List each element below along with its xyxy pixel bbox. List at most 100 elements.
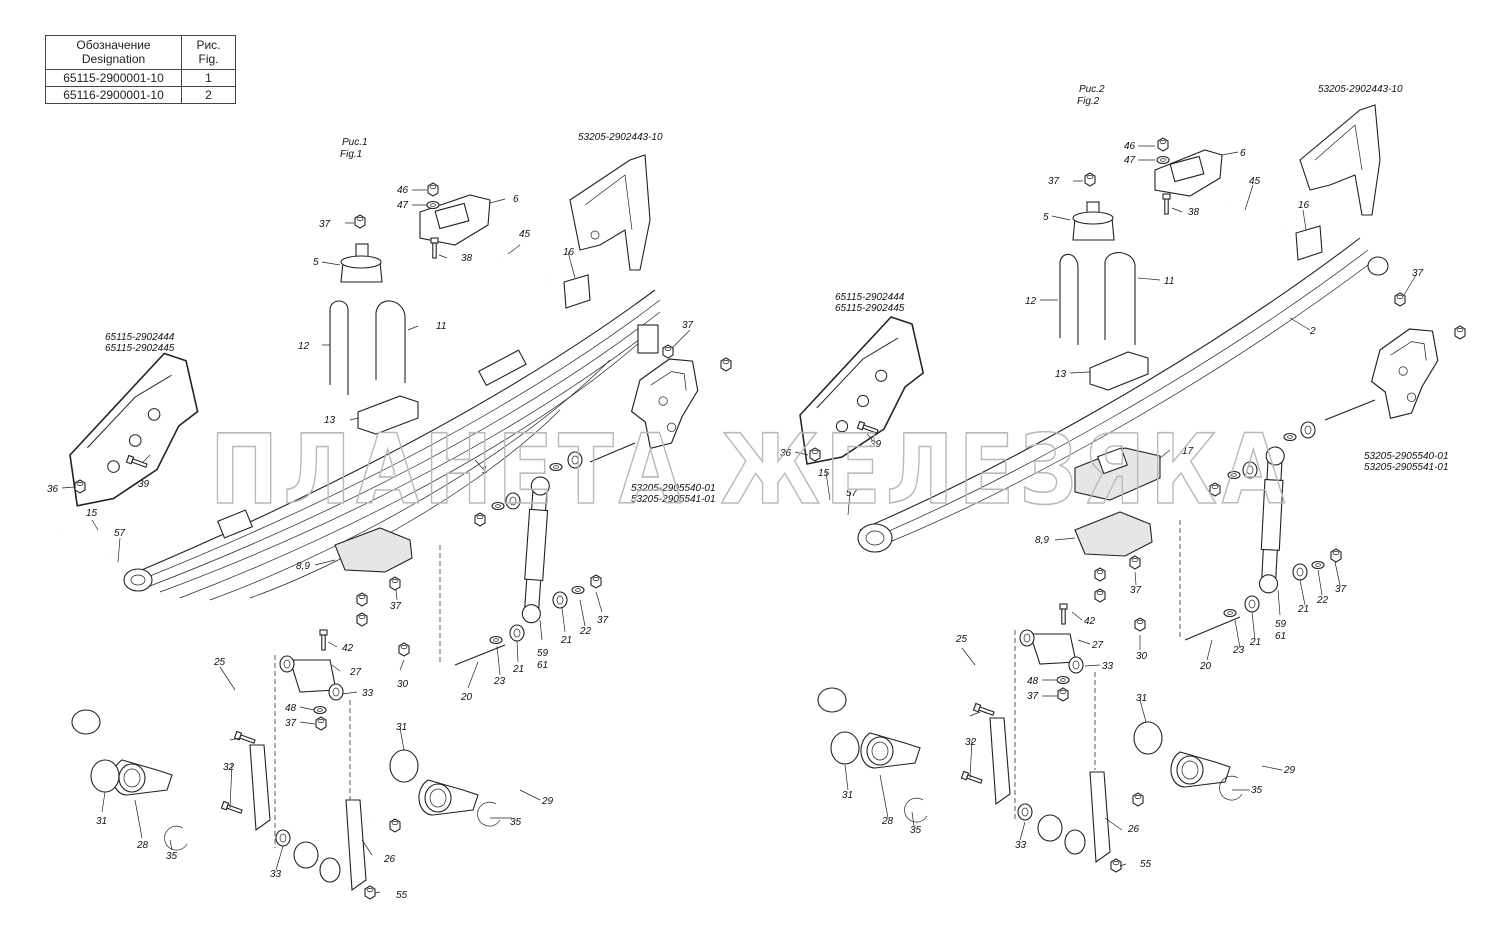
- table-row: 65115-2900001-10 1: [45, 69, 236, 87]
- front-bracket-1: [69, 352, 199, 507]
- fig1-label-57: 57: [114, 528, 126, 539]
- fig1-label-37a: 37: [319, 219, 331, 230]
- fig1-label-29: 29: [541, 796, 554, 807]
- fig2-label-37e: 37: [1335, 584, 1347, 595]
- fig2-label-5: 5: [1043, 212, 1049, 223]
- fig1-label-16: 16: [563, 247, 575, 258]
- fig1-label-37e: 37: [597, 615, 609, 626]
- fig1-label-61: 61: [537, 660, 548, 671]
- designation-cell: 65115-2900001-10: [45, 69, 182, 87]
- designation-cell: 65116-2900001-10: [45, 86, 182, 104]
- fig1-label-6: 6: [513, 194, 519, 205]
- fig1-label-38: 38: [461, 253, 473, 264]
- fig1-code-left-b: 65115-2902445: [105, 343, 175, 354]
- fig2-label-33b: 33: [1015, 840, 1027, 851]
- fig2-code-top: 53205-2902443-10: [1318, 84, 1403, 95]
- fig1-label-47: 47: [397, 200, 409, 211]
- fig2-label-27: 27: [1091, 640, 1104, 651]
- fig1-label-25: 25: [213, 657, 226, 668]
- fig1-label-48: 48: [285, 703, 297, 714]
- fig-header-en: Fig.: [198, 52, 219, 66]
- fig1-label-32: 32: [223, 762, 235, 773]
- fig1-code-right-b: 53205-2905541-01: [631, 494, 716, 505]
- fig1-label-37c: 37: [390, 601, 402, 612]
- fig2-label-48: 48: [1027, 676, 1039, 687]
- fig2-label-32: 32: [965, 737, 977, 748]
- designation-header-en: Designation: [81, 52, 146, 66]
- fig1-label-39: 39: [138, 479, 150, 490]
- fig2-label-35a: 35: [910, 825, 922, 836]
- table-header-row: Обозначение Designation Рис. Fig.: [45, 35, 236, 70]
- fig2-label-47: 47: [1124, 155, 1136, 166]
- fig1-label-55: 55: [396, 890, 408, 901]
- designation-header-cell: Обозначение Designation: [45, 35, 182, 70]
- fig2-label-61: 61: [1275, 631, 1286, 642]
- fig1-label-31a: 31: [396, 722, 407, 733]
- fig2-label-31a: 31: [1136, 693, 1147, 704]
- fig1-label-13: 13: [324, 415, 336, 426]
- fig2-label-37a: 37: [1048, 176, 1060, 187]
- fig2-label-16: 16: [1298, 200, 1310, 211]
- fig2-label-33a: 33: [1102, 661, 1114, 672]
- fig2-label-17: 17: [1182, 446, 1194, 457]
- fig1-label-36: 36: [47, 484, 59, 495]
- fig1-label-33a: 33: [362, 688, 374, 699]
- fig1-code-top: 53205-2902443-10: [578, 132, 663, 143]
- rubber-buffer-1: [340, 243, 383, 283]
- fig2-label-22: 22: [1316, 595, 1329, 606]
- fig2-label-23: 23: [1232, 645, 1245, 656]
- fig1-code-left-a: 65115-2902444: [105, 332, 175, 343]
- fig2-label-45: 45: [1249, 176, 1261, 187]
- fig2-code-right-b: 53205-2905541-01: [1364, 462, 1449, 473]
- fig1-label-26: 26: [383, 854, 396, 865]
- leaf-spring-1: [123, 289, 661, 601]
- fig1-label-12: 12: [298, 341, 310, 352]
- fig1-label-30: 30: [397, 679, 409, 690]
- fig2-title-en: Fig.2: [1077, 96, 1100, 107]
- fig2-label-20: 20: [1199, 661, 1212, 672]
- fig1-label-31b: 31: [96, 816, 107, 827]
- fig1-label-28: 28: [136, 840, 149, 851]
- fig2-label-37b: 37: [1412, 268, 1424, 279]
- fig2-label-37d: 37: [1027, 691, 1039, 702]
- fig2-label-13: 13: [1055, 369, 1067, 380]
- fig1-label-35a: 35: [166, 851, 178, 862]
- fig2-label-26: 26: [1127, 824, 1140, 835]
- fig2-label-57: 57: [846, 488, 858, 499]
- fig1-label-22: 22: [579, 626, 592, 637]
- fig2-label-12: 12: [1025, 296, 1037, 307]
- fig2-label-21a: 21: [1249, 637, 1261, 648]
- fig1-title-ru: Рис.1: [342, 137, 368, 148]
- fig1-label-35b: 35: [510, 817, 522, 828]
- fig1-label-45: 45: [519, 229, 531, 240]
- fig1-code-right-a: 53205-2905540-01: [631, 483, 716, 494]
- fig1-label-21b: 21: [560, 635, 572, 646]
- fig2-label-28: 28: [881, 816, 894, 827]
- designation-header-ru: Обозначение: [76, 38, 151, 52]
- fig1-label-8-9: 8,9: [296, 561, 310, 572]
- fig1-label-46: 46: [397, 185, 409, 196]
- fig1-label-23: 23: [493, 676, 506, 687]
- fig-header-cell: Рис. Fig.: [181, 35, 236, 70]
- table-row: 65116-2900001-10 2: [45, 86, 236, 104]
- fig1-label-37b: 37: [682, 320, 694, 331]
- fig-header-ru: Рис.: [196, 38, 221, 52]
- fig2-label-38: 38: [1188, 207, 1200, 218]
- fig1-label-5: 5: [313, 257, 319, 268]
- fig1-label-21a: 21: [512, 664, 524, 675]
- fig1-label-59: 59: [537, 648, 549, 659]
- fig2-code-left-b: 65115-2902445: [835, 303, 905, 314]
- fig2-code-left-a: 65115-2902444: [835, 292, 905, 303]
- fig2-label-30: 30: [1136, 651, 1148, 662]
- figure-1: Рис.1 Fig.1 53205-2902443-10 65115-29024…: [47, 132, 732, 901]
- fig2-label-11: 11: [1164, 276, 1174, 287]
- fig1-label-11: 11: [436, 321, 446, 332]
- fig2-label-25: 25: [955, 634, 968, 645]
- designation-table: Обозначение Designation Рис. Fig. 65115-…: [45, 35, 236, 104]
- fig2-label-8-9: 8,9: [1035, 535, 1049, 546]
- fig2-label-21b: 21: [1297, 604, 1309, 615]
- fig2-label-37c: 37: [1130, 585, 1142, 596]
- fig2-label-35b: 35: [1251, 785, 1263, 796]
- fig1-label-42: 42: [342, 643, 354, 654]
